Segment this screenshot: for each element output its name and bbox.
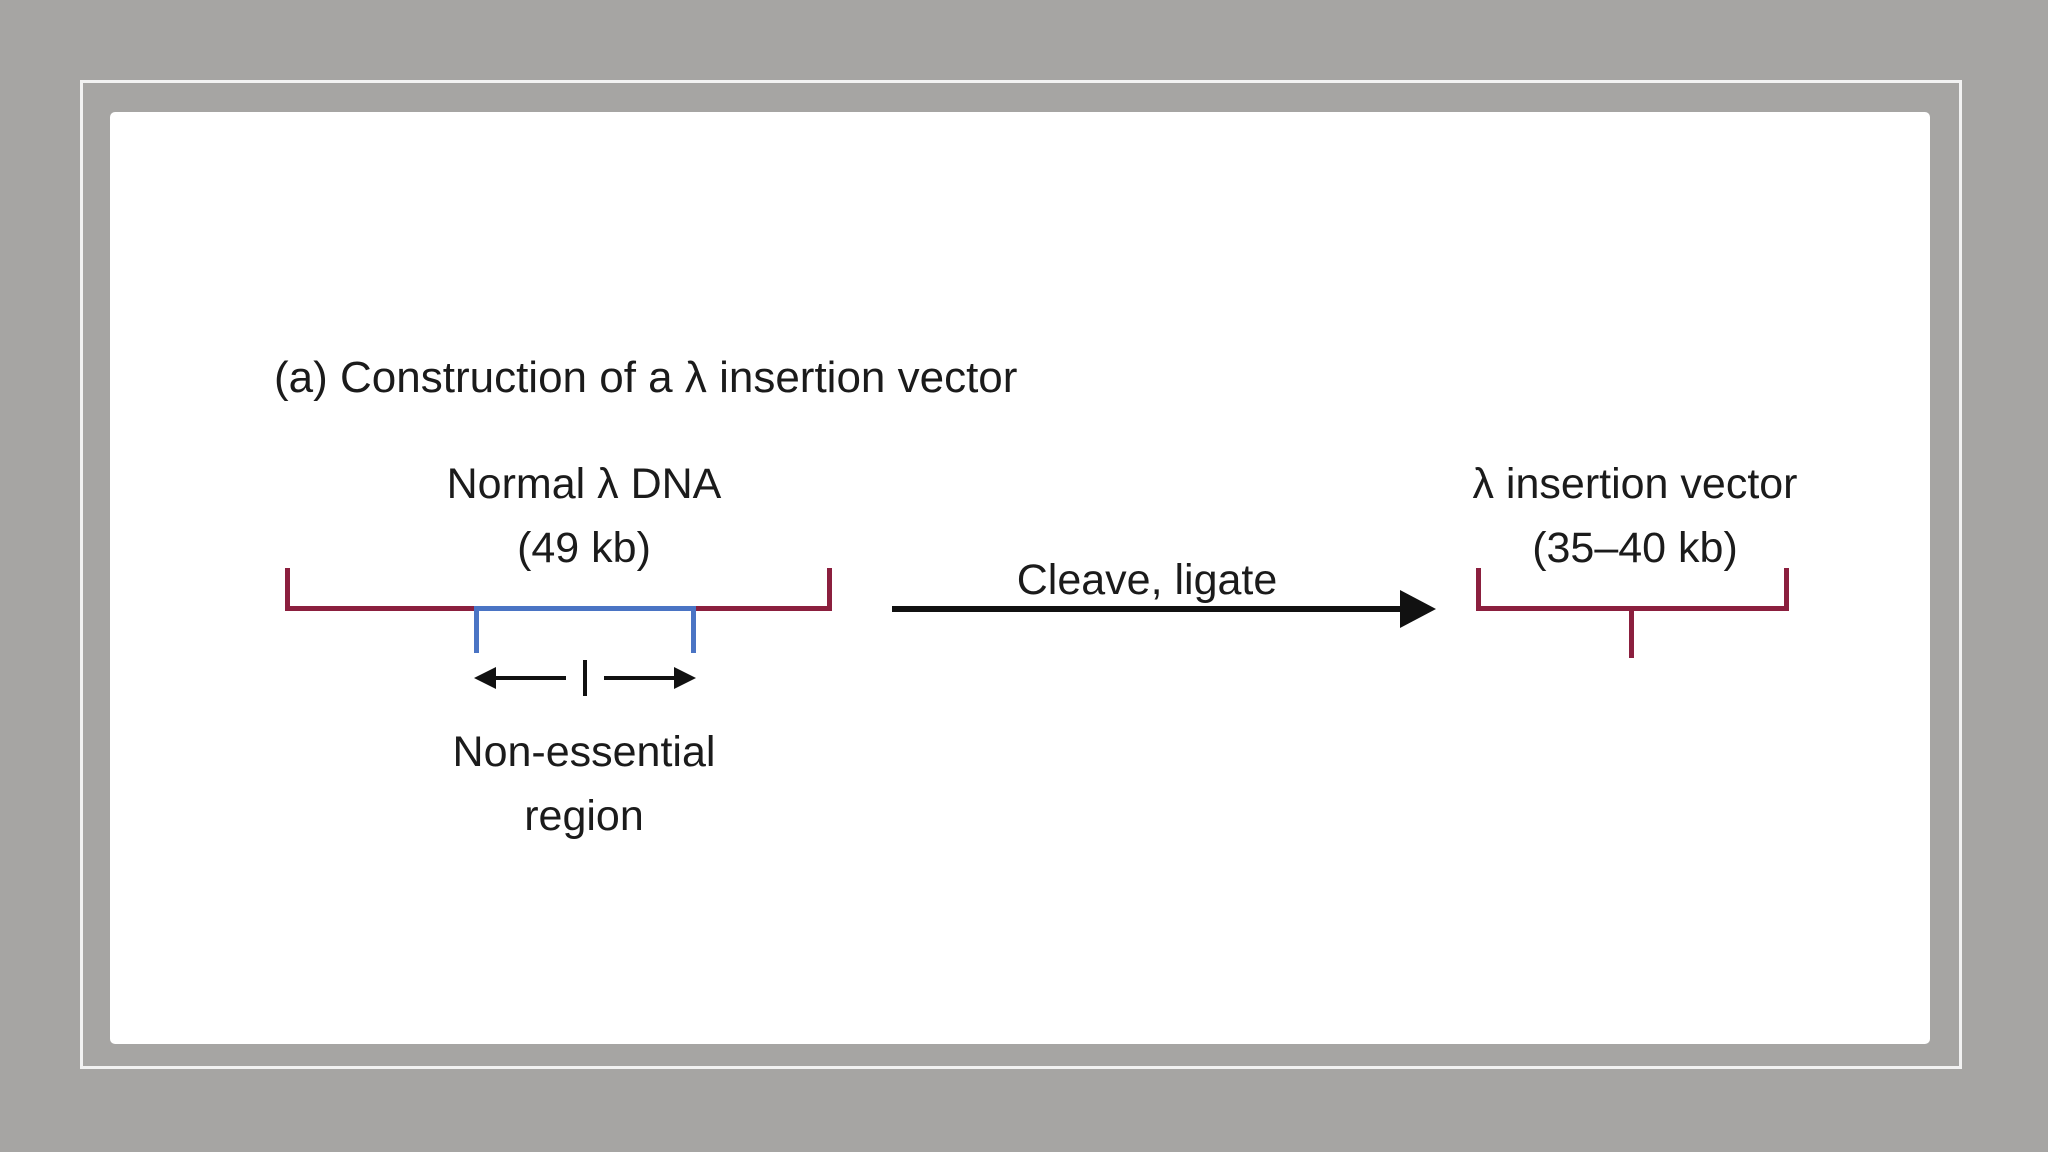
non-essential-line2: region bbox=[524, 792, 644, 840]
right-arrow-icon bbox=[674, 667, 696, 689]
cloning-site-tick bbox=[1629, 611, 1634, 658]
process-arrow-shaft bbox=[892, 606, 1404, 612]
normal-dna-bracket bbox=[285, 568, 832, 611]
normal-lambda-dna-size: (49 kb) bbox=[517, 524, 651, 572]
region-center-divider bbox=[583, 660, 587, 696]
insertion-vector-name: λ insertion vector bbox=[1472, 460, 1798, 508]
left-arrow-icon bbox=[474, 667, 496, 689]
figure-panel bbox=[110, 112, 1930, 1044]
normal-lambda-dna-label: Normal λ DNA (49 kb) bbox=[364, 452, 804, 580]
cleave-ligate-label: Cleave, ligate bbox=[1016, 556, 1278, 604]
non-essential-region-bracket bbox=[474, 606, 696, 653]
figure-border bbox=[80, 80, 1962, 1069]
non-essential-line1: Non-essential bbox=[452, 728, 716, 776]
non-essential-region-label: Non-essential region bbox=[364, 720, 804, 848]
insertion-vector-bracket bbox=[1476, 568, 1789, 611]
process-arrowhead-icon bbox=[1400, 590, 1436, 628]
left-arrow-shaft bbox=[494, 676, 566, 680]
insertion-vector-label: λ insertion vector (35–40 kb) bbox=[1415, 452, 1855, 580]
insertion-vector-size: (35–40 kb) bbox=[1532, 524, 1738, 572]
right-arrow-shaft bbox=[604, 676, 676, 680]
figure-title: (a) Construction of a λ insertion vector bbox=[274, 353, 1018, 402]
normal-lambda-dna-name: Normal λ DNA bbox=[446, 460, 722, 508]
